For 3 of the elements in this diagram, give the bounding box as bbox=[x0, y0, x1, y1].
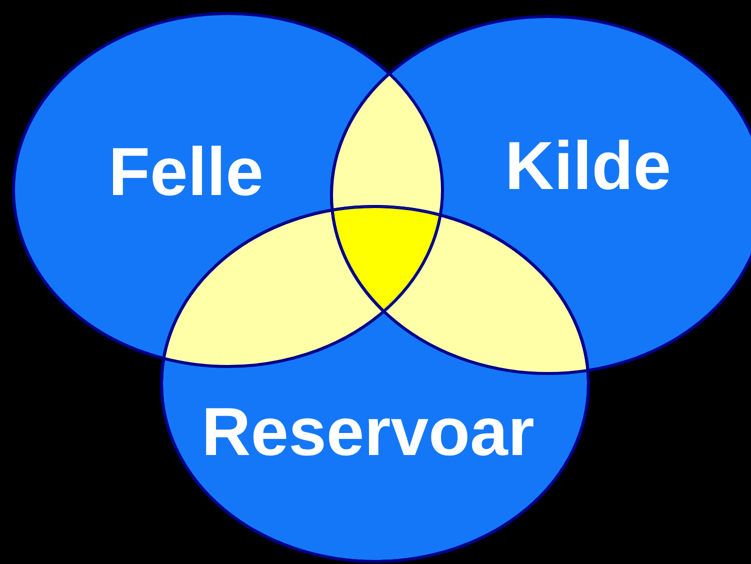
set-label: Kilde bbox=[504, 132, 672, 200]
set-label: Felle bbox=[108, 138, 264, 206]
set-label: Reservoar bbox=[202, 398, 534, 466]
